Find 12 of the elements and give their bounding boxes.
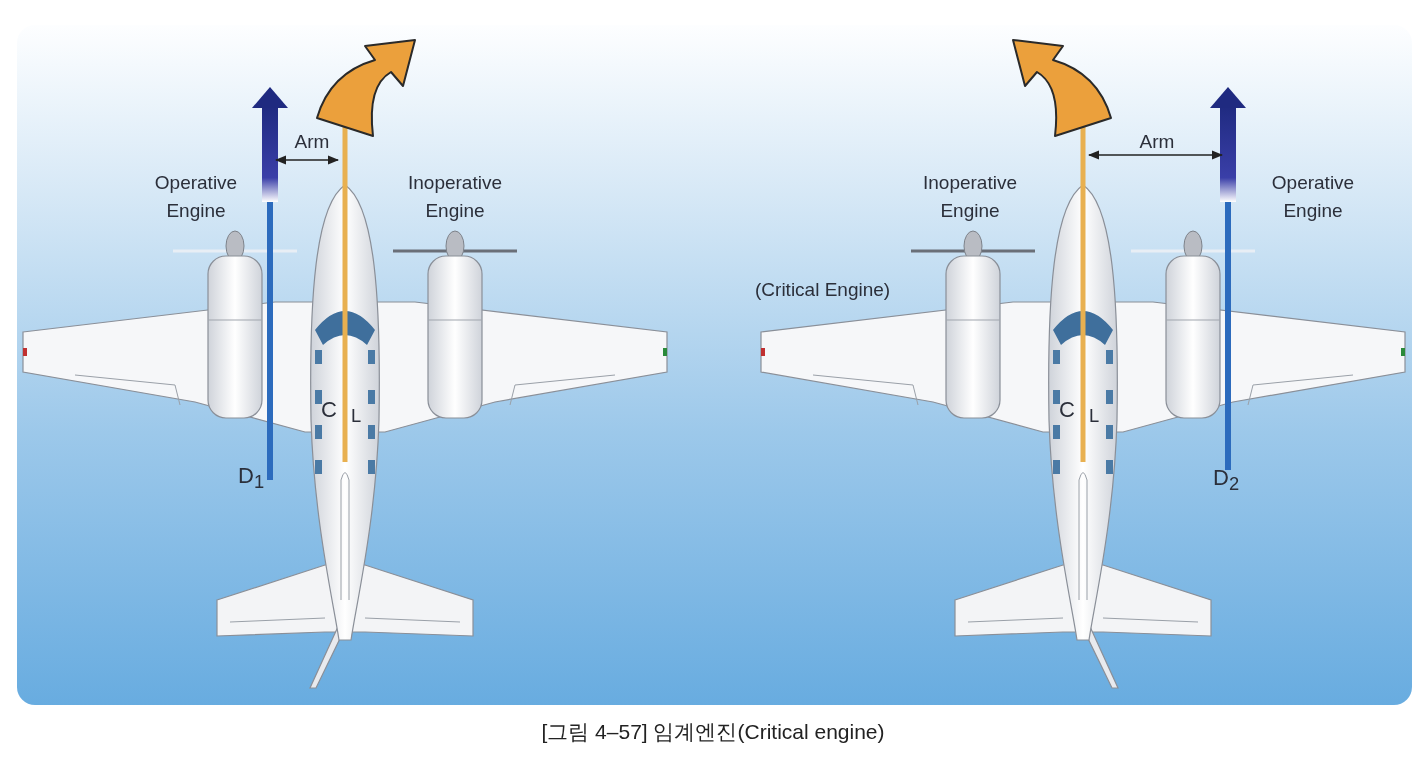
engine-label: Operative Engine [1270,171,1356,223]
arm-label: Arm [294,130,330,154]
engine-note: (Critical Engine) [755,278,891,302]
engine-label: Inoperative Engine [922,171,1018,223]
arm-label: Arm [1139,130,1175,154]
engine-label: Operative Engine [153,171,239,223]
force-label: D$_{2}$ [1213,464,1240,497]
engine-label: Inoperative Engine [407,171,503,223]
centerline-symbol: C$_{L}$ [1059,396,1100,429]
centerline-symbol: C$_{L}$ [321,396,362,429]
figure-caption: [그림 4–57] 임계엔진(Critical engine) [541,719,885,745]
force-label: D$_{1}$ [238,462,265,495]
